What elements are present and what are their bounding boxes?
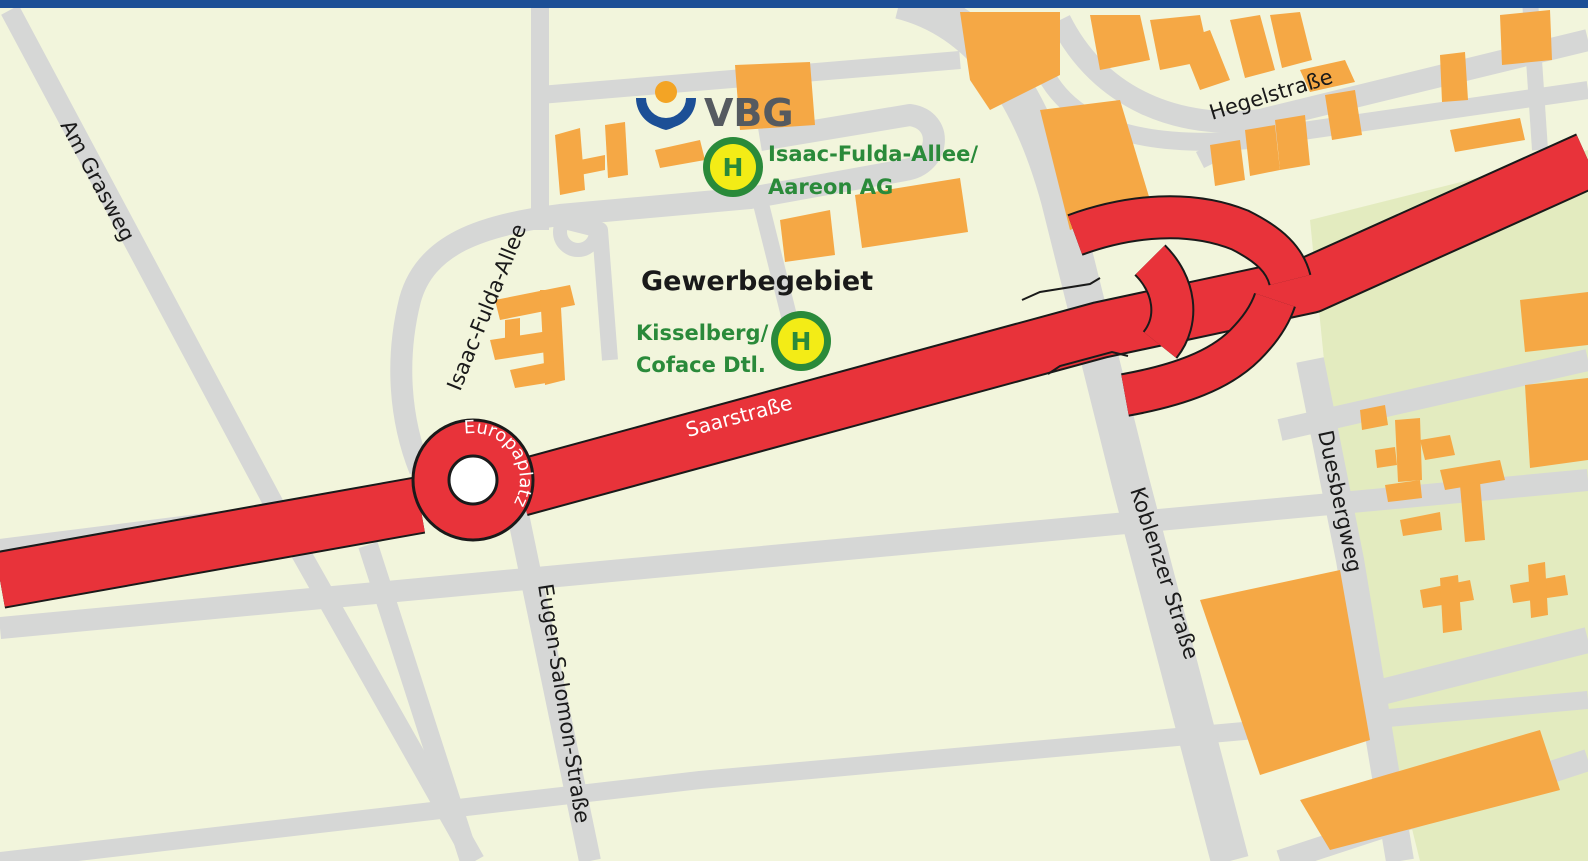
bus-stop-label-line2: Coface Dtl. xyxy=(636,353,766,377)
interchange-south-loop-fill xyxy=(1121,293,1294,415)
road-isaac-fulda-allee xyxy=(390,104,945,475)
bus-stop-label-line1: Kisselberg/ xyxy=(636,321,769,345)
main-road-saarstrasse xyxy=(0,133,1588,609)
bridge-mark-top xyxy=(1021,277,1101,301)
bus-stop-icon-inner xyxy=(710,144,756,190)
road-lower-horizontal-1 xyxy=(0,469,1588,639)
saarstrasse-fill xyxy=(0,135,1588,607)
road-small-roundabout xyxy=(553,207,603,257)
road-upper-right-1 xyxy=(1050,14,1588,133)
bus-stop-symbol: H xyxy=(791,327,812,356)
bus-stop-kisselberg[interactable]: H Kisselberg/ Coface Dtl. xyxy=(636,311,831,377)
area-label-gewerbegebiet: Gewerbegebiet xyxy=(641,266,873,297)
bus-stop-isaac-fulda-allee[interactable]: H Isaac-Fulda-Allee/ Aareon AG xyxy=(703,137,978,199)
bridge-mark-bottom xyxy=(1047,350,1129,375)
vbg-logo-icon: VBG xyxy=(636,81,794,135)
bus-stop-symbol: H xyxy=(723,153,744,182)
top-bar xyxy=(0,0,1588,8)
buildings xyxy=(490,10,1588,850)
europaplatz-center xyxy=(447,454,499,506)
interchange-inner-loop-fill xyxy=(1135,245,1193,358)
bus-stop-label-line2: Aareon AG xyxy=(768,175,893,199)
road-right-connect xyxy=(1277,349,1588,441)
bus-stop-label-line1: Isaac-Fulda-Allee/ xyxy=(768,142,978,166)
road-right-lower xyxy=(1346,627,1588,713)
interchange-north-loop-fill xyxy=(1068,197,1310,286)
vbg-logo-text: VBG xyxy=(704,91,794,135)
bus-stop-icon-inner xyxy=(778,318,824,364)
